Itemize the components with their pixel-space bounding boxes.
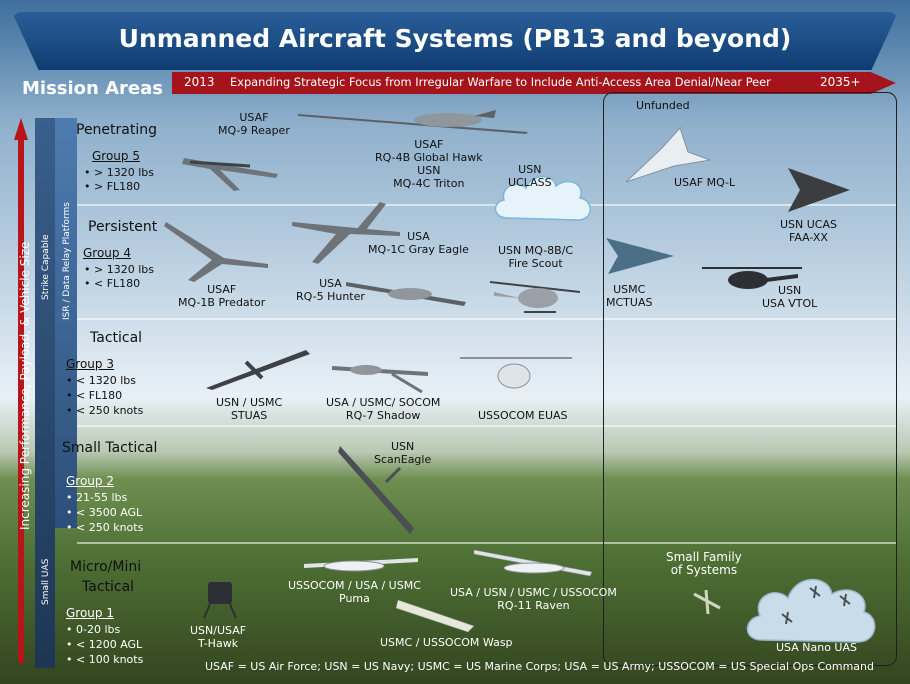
isr-label: ISR / Data Relay Platforms <box>62 202 72 320</box>
small-uas-label: Small UAS <box>41 558 51 605</box>
group4-bullet: • < FL180 <box>84 277 141 290</box>
euas-label: USSOCOM EUAS <box>478 409 568 422</box>
global-hawk-aircraft-icon <box>298 110 528 134</box>
group5-bullet: • > FL180 <box>84 180 141 193</box>
euas-helicopter-icon <box>460 357 572 389</box>
shadow-aircraft-icon <box>332 365 428 394</box>
mql-aircraft-icon <box>625 127 712 183</box>
abbreviation-legend: USAF = US Air Force; USN = US Navy; USMC… <box>205 660 874 673</box>
group1-heading: Group 1 <box>66 606 114 620</box>
isr-strip <box>55 118 77 528</box>
group2-bullet: • < 250 knots <box>66 521 144 534</box>
puma-aircraft-icon <box>304 558 418 572</box>
group3-bullet: • < 250 knots <box>66 404 144 417</box>
wasp-aircraft-icon <box>395 599 475 633</box>
nano-uas-cloud-icon <box>746 578 876 643</box>
small-family-aircraft-icon <box>693 589 721 615</box>
timeline-arrow: 2013 Expanding Strategic Focus from Irre… <box>172 72 896 94</box>
hunter-aircraft-icon <box>346 282 466 306</box>
timeline-text: Expanding Strategic Focus from Irregular… <box>230 75 771 89</box>
reaper-aircraft-icon <box>182 158 278 191</box>
scaneagle-aircraft-icon <box>338 446 414 534</box>
group4-heading: Group 4 <box>83 246 131 260</box>
group5-bullet: • > 1320 lbs <box>84 166 154 179</box>
band-separator <box>77 542 897 544</box>
group2-bullet: • 21-55 lbs <box>66 491 128 504</box>
band-separator <box>77 425 897 427</box>
small-uas-strip <box>35 118 55 668</box>
mql-label: USAF MQ-L <box>674 176 736 189</box>
category-persistent: Persistent <box>88 219 158 235</box>
group2-heading: Group 2 <box>66 474 114 488</box>
category-micro-mini: Micro/Mini <box>70 559 142 575</box>
group1-bullet: • < 100 knots <box>66 653 144 666</box>
performance-axis-label: Increasing Performance, Payload, & Vehic… <box>18 241 32 530</box>
nano-uas-label: USA Nano UAS <box>776 641 857 654</box>
thawk-aircraft-icon <box>203 582 237 619</box>
group3-bullet: • < FL180 <box>66 389 123 402</box>
group4-bullet: • > 1320 lbs <box>84 263 154 276</box>
raven-aircraft-icon <box>473 549 593 577</box>
mctuas-aircraft-icon <box>606 238 674 274</box>
fire-scout-helicopter-icon <box>489 281 581 313</box>
group1-bullet: • 0-20 lbs <box>66 623 121 636</box>
page-title: Unmanned Aircraft Systems (PB13 and beyo… <box>118 24 792 53</box>
band-separator <box>77 318 897 320</box>
unfunded-label: Unfunded <box>636 99 690 112</box>
band-separator <box>77 204 897 206</box>
mission-areas-label: Mission Areas <box>22 78 164 99</box>
uclass-cloud-icon <box>494 175 591 221</box>
timeline-end: 2035+ <box>820 75 861 89</box>
group3-heading: Group 3 <box>66 357 114 371</box>
ucas-aircraft-icon <box>788 168 850 212</box>
group2-bullet: • < 3500 AGL <box>66 506 143 519</box>
timeline-start: 2013 <box>184 75 215 89</box>
gray-eagle-aircraft-icon <box>292 202 400 264</box>
strike-capable-label: Strike Capable <box>41 234 51 300</box>
predator-aircraft-icon <box>164 222 268 282</box>
up-arrow-icon <box>14 118 28 663</box>
category-micro-mini-2: Tactical <box>82 579 135 595</box>
vtol-helicopter-icon <box>702 267 802 289</box>
title-banner <box>12 12 898 70</box>
group5-heading: Group 5 <box>92 149 140 163</box>
category-small-tactical: Small Tactical <box>62 440 158 456</box>
stuas-aircraft-icon <box>206 350 310 390</box>
category-penetrating: Penetrating <box>76 122 158 138</box>
group3-bullet: • < 1320 lbs <box>66 374 136 387</box>
group1-bullet: • < 1200 AGL <box>66 638 143 651</box>
wasp-label: USMC / USSOCOM Wasp <box>380 636 513 649</box>
unfunded-region <box>603 92 897 666</box>
category-tactical: Tactical <box>90 330 143 346</box>
